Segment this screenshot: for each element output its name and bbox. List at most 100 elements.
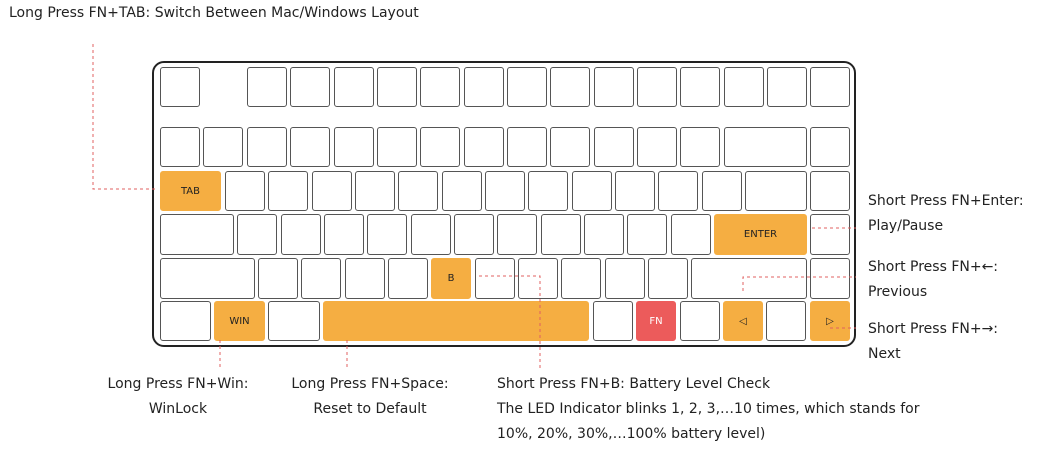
key-alt-right <box>593 301 633 341</box>
label-win: Long Press FN+Win: WinLock <box>90 372 266 422</box>
key-letter <box>627 214 667 255</box>
key-num <box>203 127 243 167</box>
label-b-line3: 10%, 20%, 30%,…100% battery level) <box>497 426 766 442</box>
key-f11 <box>680 67 720 107</box>
label-win-line1: Long Press FN+Win: <box>107 376 249 392</box>
key-f8 <box>550 67 590 107</box>
key-f2 <box>290 67 330 107</box>
key-num <box>377 127 417 167</box>
label-tab: Long Press FN+TAB: Switch Between Mac/Wi… <box>9 1 419 26</box>
key-num <box>550 127 590 167</box>
key-win-label: WIN <box>229 315 250 327</box>
label-left-line1: Short Press FN+←: <box>868 259 999 275</box>
key-shift-right <box>691 258 807 299</box>
key-ctrl-right <box>680 301 720 341</box>
label-enter: Short Press FN+Enter: Play/Pause <box>868 189 1024 239</box>
key-letter <box>237 214 277 255</box>
key-f7 <box>507 67 547 107</box>
key-letter <box>561 258 601 299</box>
key-f10 <box>637 67 677 107</box>
key-fn-label: FN <box>649 315 663 327</box>
label-enter-line1: Short Press FN+Enter: <box>868 193 1024 209</box>
key-letter <box>388 258 428 299</box>
key-backspace <box>724 127 807 167</box>
key-esc <box>160 67 200 107</box>
label-right-line1: Short Press FN+→: <box>868 321 999 337</box>
keyboard: TAB ENTER B WIN FN ◁ ▷ <box>152 61 856 347</box>
label-enter-line2: Play/Pause <box>868 218 944 234</box>
key-f3 <box>334 67 374 107</box>
leader-b <box>479 275 541 370</box>
key-f4 <box>377 67 417 107</box>
key-enter: ENTER <box>714 214 807 255</box>
label-left: Short Press FN+←: Previous <box>868 255 998 305</box>
label-space-line1: Long Press FN+Space: <box>291 376 449 392</box>
key-letter <box>584 214 624 255</box>
label-tab-text: Long Press FN+TAB: Switch Between Mac/Wi… <box>9 5 419 21</box>
key-letter <box>648 258 688 299</box>
key-caps <box>160 214 234 255</box>
label-b-line1: Short Press FN+B: Battery Level Check <box>497 376 771 392</box>
leader-left <box>742 276 856 291</box>
key-num <box>464 127 504 167</box>
key-letter <box>541 214 581 255</box>
key-num <box>507 127 547 167</box>
key-letter <box>528 171 568 211</box>
key-num <box>637 127 677 167</box>
label-right-line2: Next <box>868 346 901 362</box>
key-letter <box>497 214 537 255</box>
key-tab: TAB <box>160 171 221 211</box>
key-letter <box>268 171 308 211</box>
key-letter <box>615 171 655 211</box>
key-num <box>420 127 460 167</box>
key-space <box>323 301 589 341</box>
label-left-line2: Previous <box>868 284 928 300</box>
key-home <box>810 127 850 167</box>
key-letter <box>324 214 364 255</box>
key-down <box>766 301 806 341</box>
key-letter <box>312 171 352 211</box>
key-right-arrow: ▷ <box>810 301 850 341</box>
key-letter <box>281 214 321 255</box>
key-left-arrow: ◁ <box>723 301 763 341</box>
key-shift-left <box>160 258 255 299</box>
label-win-line2: WinLock <box>148 401 208 417</box>
key-letter <box>258 258 298 299</box>
key-letter <box>485 171 525 211</box>
key-f5 <box>420 67 460 107</box>
right-arrow-icon: ▷ <box>826 315 834 327</box>
key-letter <box>225 171 265 211</box>
key-letter <box>475 258 515 299</box>
key-fn: FN <box>636 301 676 341</box>
left-arrow-icon: ◁ <box>739 315 747 327</box>
key-enter-label: ENTER <box>743 229 778 240</box>
key-ctrl <box>160 301 211 341</box>
key-letter <box>367 214 407 255</box>
key-letter <box>355 171 395 211</box>
key-letter <box>572 171 612 211</box>
key-pgdn <box>810 214 850 255</box>
label-right: Short Press FN+→: Next <box>868 317 998 367</box>
key-letter <box>518 258 558 299</box>
key-f12 <box>724 67 764 107</box>
label-space: Long Press FN+Space: Reset to Default <box>276 372 464 422</box>
key-win: WIN <box>214 301 265 341</box>
key-letter <box>671 214 711 255</box>
key-f6 <box>464 67 504 107</box>
key-letter <box>398 171 438 211</box>
key-letter <box>345 258 385 299</box>
label-b-line2: The LED Indicator blinks 1, 2, 3,…10 tim… <box>497 401 920 417</box>
key-alt <box>268 301 320 341</box>
key-num <box>334 127 374 167</box>
key-letter <box>411 214 451 255</box>
key-b: B <box>431 258 471 299</box>
key-letter <box>702 171 742 211</box>
key-num <box>594 127 634 167</box>
key-f14 <box>810 67 850 107</box>
key-letter <box>605 258 645 299</box>
key-num <box>290 127 330 167</box>
key-b-label: B <box>447 273 455 284</box>
key-letter <box>442 171 482 211</box>
key-num <box>160 127 200 167</box>
